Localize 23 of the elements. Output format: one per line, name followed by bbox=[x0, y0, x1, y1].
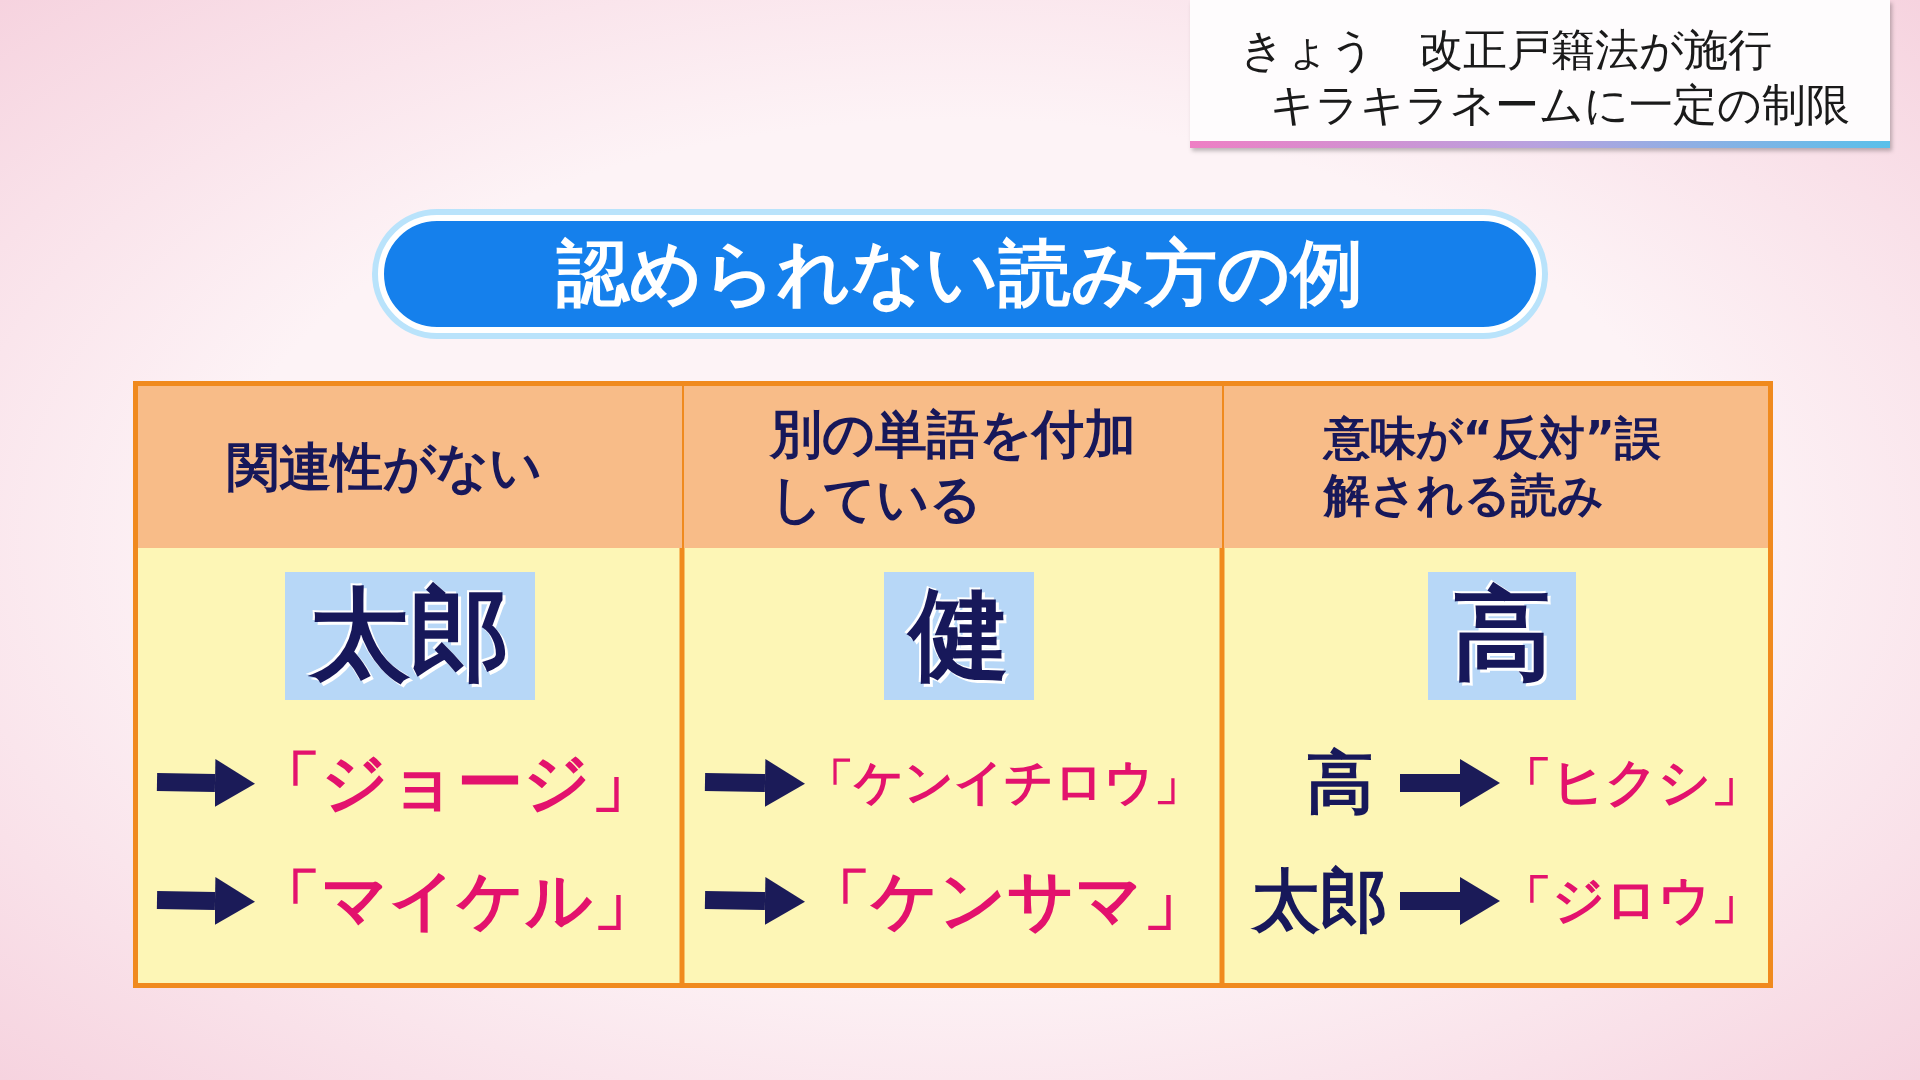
arrow bbox=[704, 877, 805, 925]
arrow bbox=[1400, 759, 1500, 807]
headline-text: キラキラネームに一定の制限 bbox=[1269, 78, 1850, 132]
kanji-text: 高 bbox=[1280, 738, 1400, 828]
header-cell: 別の単語を付加している bbox=[684, 386, 1222, 548]
reading-text: 「ジロウ」 bbox=[1500, 856, 1768, 946]
reading-text: 「ヒクシ」 bbox=[1500, 738, 1768, 828]
reading-text: 「マイケル」 bbox=[255, 856, 655, 946]
kanji-text: 太郎 bbox=[1240, 856, 1400, 946]
headline-text: きょう 改正戸籍法が施行 bbox=[1240, 23, 1772, 77]
reading-text: 「ケンサマ」 bbox=[805, 856, 1205, 946]
header-cell: 関連性がない bbox=[138, 386, 682, 548]
arrow bbox=[156, 877, 255, 925]
arrow bbox=[156, 759, 255, 807]
kanji-box: 高 bbox=[1428, 572, 1576, 700]
kanji-box: 太郎 bbox=[285, 572, 535, 700]
headline-box bbox=[1190, 0, 1890, 148]
kanji-box: 健 bbox=[884, 572, 1034, 700]
reading-text: 「ジョージ」 bbox=[255, 738, 655, 828]
header-cell: 意味が“反対”誤解される読み bbox=[1224, 386, 1768, 548]
reading-text: 「ケンイチロウ」 bbox=[805, 738, 1205, 828]
arrow bbox=[704, 759, 805, 807]
arrow bbox=[1400, 877, 1500, 925]
